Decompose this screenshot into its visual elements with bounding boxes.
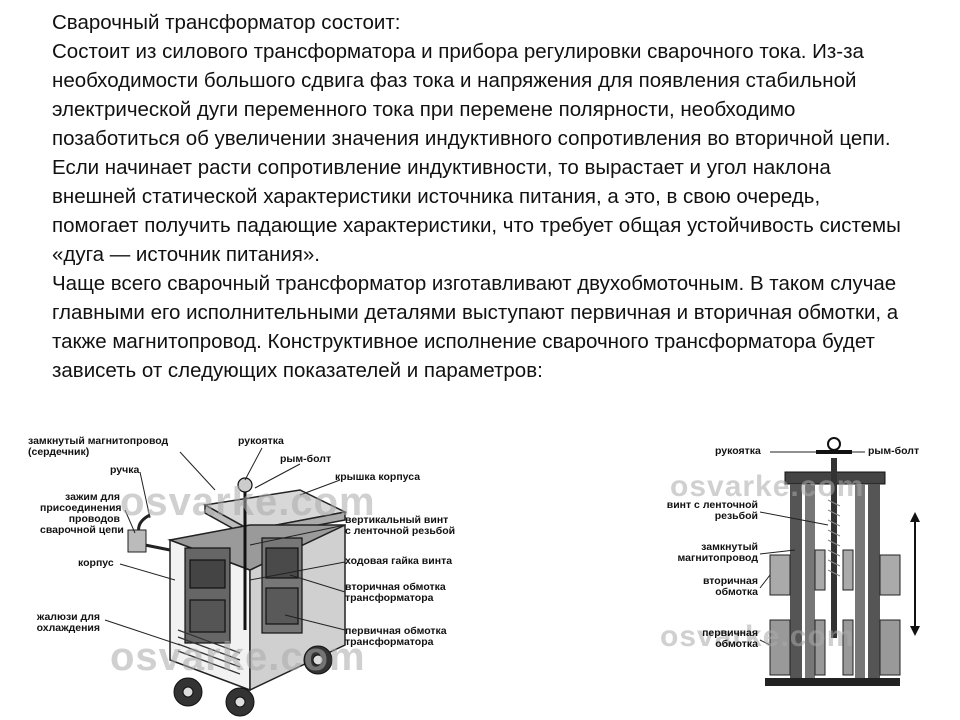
schematic-label-primary: первичная обмотка xyxy=(702,627,758,650)
label-lead-nut: ходовая гайка винта xyxy=(345,555,453,567)
transformer-cutaway-figure: osvarke.com osvarke.com замкнутый магнит… xyxy=(0,430,480,720)
paragraph-1: Состоит из силового трансформатора и при… xyxy=(52,40,901,266)
transformer-schematic-figure: osvarke.com osvarke.com рукоятка рым-бол… xyxy=(620,430,960,720)
transformer-schematic-drawing xyxy=(759,437,920,686)
schematic-label-core: замкнутый магнитопровод xyxy=(677,541,758,564)
label-clamp: зажим для присоединения проводов сварочн… xyxy=(40,491,124,536)
label-secondary-winding: вторичная обмотка трансформатора xyxy=(345,581,446,604)
schematic-label-secondary: вторичная обмотка xyxy=(702,575,758,598)
transformer-cutaway-drawing xyxy=(104,447,348,717)
label-eye-bolt: рым-болт xyxy=(280,453,332,465)
label-vertical-screw: вертикальный винт с ленточной резьбой xyxy=(345,514,456,537)
label-case: корпус xyxy=(78,557,114,569)
schematic-label-eye-bolt: рым-болт xyxy=(868,445,920,457)
label-handle-top: рукоятка xyxy=(238,435,284,447)
label-closed-core: замкнутый магнитопровод (сердечник) xyxy=(28,435,169,458)
label-primary-winding: первичная обмотка трансформатора xyxy=(345,625,447,648)
label-louvers: жалюзи для охлаждения xyxy=(36,611,100,634)
label-handle: ручка xyxy=(110,464,140,476)
schematic-label-handle: рукоятка xyxy=(715,445,761,457)
paragraph-2: Чаще всего сварочный трансформатор изгот… xyxy=(52,272,899,382)
heading: Сварочный трансформатор состоит: xyxy=(52,11,401,34)
schematic-label-screw: винт с ленточной резьбой xyxy=(666,499,758,522)
label-case-cover: крышка корпуса xyxy=(335,471,421,483)
slide-text: Сварочный трансформатор состоит: Состоит… xyxy=(52,8,912,385)
